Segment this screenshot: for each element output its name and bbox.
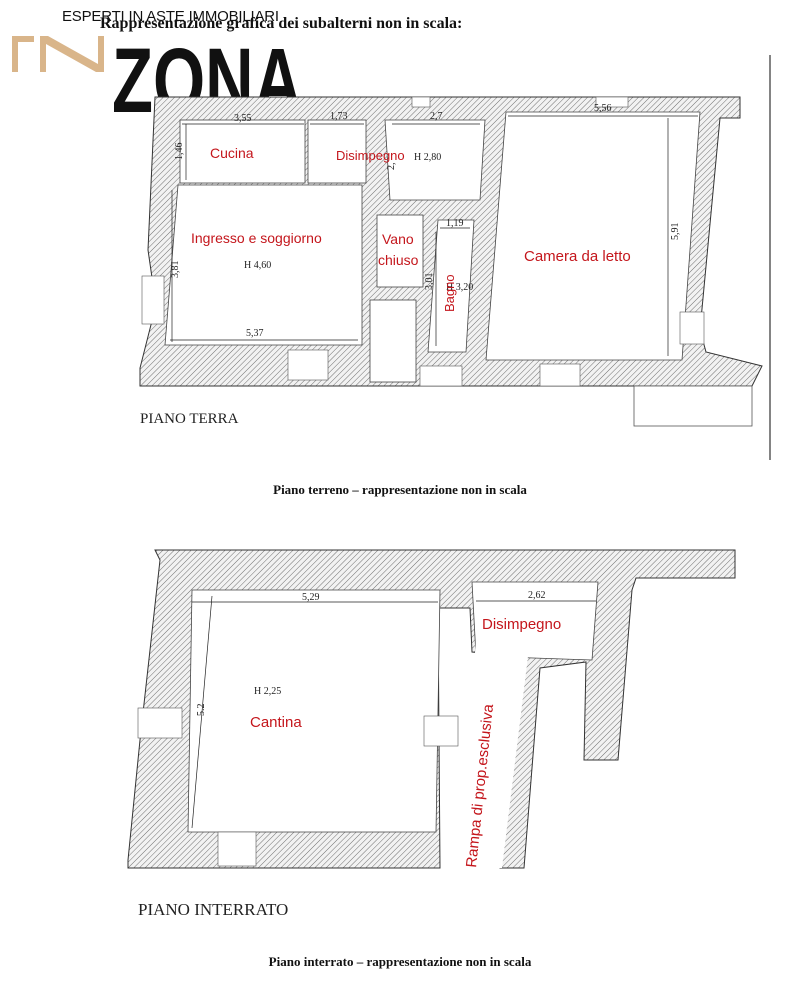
basement-window-2 (423, 715, 459, 747)
ground-dimension-lines (170, 115, 698, 356)
room-vano-chiuso (376, 214, 424, 288)
logo-mark-n (40, 36, 104, 72)
basement-window-3 (217, 831, 257, 867)
ground-window-6 (595, 96, 629, 108)
logo-tagline: ESPERTI IN ASTE IMMOBILIARI (62, 8, 279, 25)
logo-mark-i (12, 36, 18, 72)
ground-window-7 (411, 96, 431, 108)
label-cucina: Cucina (210, 145, 254, 161)
dim-camera-w: 5,56 (594, 103, 612, 114)
logo-mark-top (12, 36, 34, 42)
height-cantina: H 2,25 (254, 686, 281, 697)
dim-camera-h: 5,91 (670, 223, 681, 241)
label-camera: Camera da letto (524, 248, 631, 265)
basement-dimension-lines (191, 595, 596, 829)
dim-bagno-w: 1,19 (446, 218, 464, 229)
ground-step (633, 385, 753, 427)
dim-cucina-h: 1,46 (174, 143, 185, 161)
label-disimpegno: Disimpegno (336, 148, 405, 163)
room-disimpegno (307, 119, 367, 184)
dim-disimpegno2-w: 2,7 (430, 111, 443, 122)
dim-soggiorno-h: 3,81 (170, 261, 181, 279)
dim-cantina-w: 5,29 (302, 592, 320, 603)
ground-window-4 (141, 275, 165, 325)
room-soggiorno (164, 184, 363, 346)
label-soggiorno: Ingresso e soggiorno (191, 230, 322, 246)
room-disimpegno-2 (384, 119, 486, 201)
label-vano-line1: Vano (382, 231, 414, 247)
dim-cantina-h: 5.2 (196, 704, 207, 717)
dim-disimpegno-interrato-w: 2,62 (528, 590, 546, 601)
basement-caption: Piano interrato – rappresentazione non i… (268, 954, 532, 969)
label-cantina: Cantina (250, 714, 302, 731)
dim-cucina-w: 3,55 (234, 113, 252, 124)
basement-plan: 5,29 2,62 5.2 H 2,25 Cantina Disimpegno … (127, 549, 736, 919)
ground-window-5 (679, 311, 705, 345)
rampa-area (458, 640, 530, 868)
dim-disimpegno-w: 1,73 (330, 111, 348, 122)
dim-soggiorno-w: 5,37 (246, 328, 264, 339)
ground-floor-title: PIANO TERRA (140, 411, 239, 427)
room-cucina (179, 119, 306, 184)
page-heading: Rappresentazione grafica dei subalterni … (100, 15, 463, 32)
basement-window-1 (137, 707, 183, 739)
ground-window-2 (419, 365, 463, 387)
height-disimpegno: H 2,80 (414, 152, 441, 163)
ground-window-1 (287, 349, 329, 381)
dim-disimpegno2-h: 2, (386, 163, 397, 171)
corridor (369, 299, 417, 383)
ground-floor-caption: Piano terreno – rappresentazione non in … (273, 482, 527, 497)
dim-bagno-h: 3,01 (424, 273, 435, 291)
label-disimpegno-interrato: Disimpegno (482, 616, 561, 633)
room-camera (485, 111, 701, 361)
label-bagno: Bagno (442, 274, 457, 312)
height-bagno: H 3,20 (446, 282, 473, 293)
room-cantina (187, 589, 441, 833)
label-vano-line2: chiuso (378, 252, 419, 268)
room-bagno (427, 219, 475, 353)
ground-floor-plan: 3,55 1,73 2,7 5,56 5,37 1,19 1,46 3,81 5… (139, 55, 771, 460)
height-soggiorno: H 4,60 (244, 260, 271, 271)
ground-window-3 (539, 363, 581, 387)
basement-title: PIANO INTERRATO (138, 900, 288, 919)
